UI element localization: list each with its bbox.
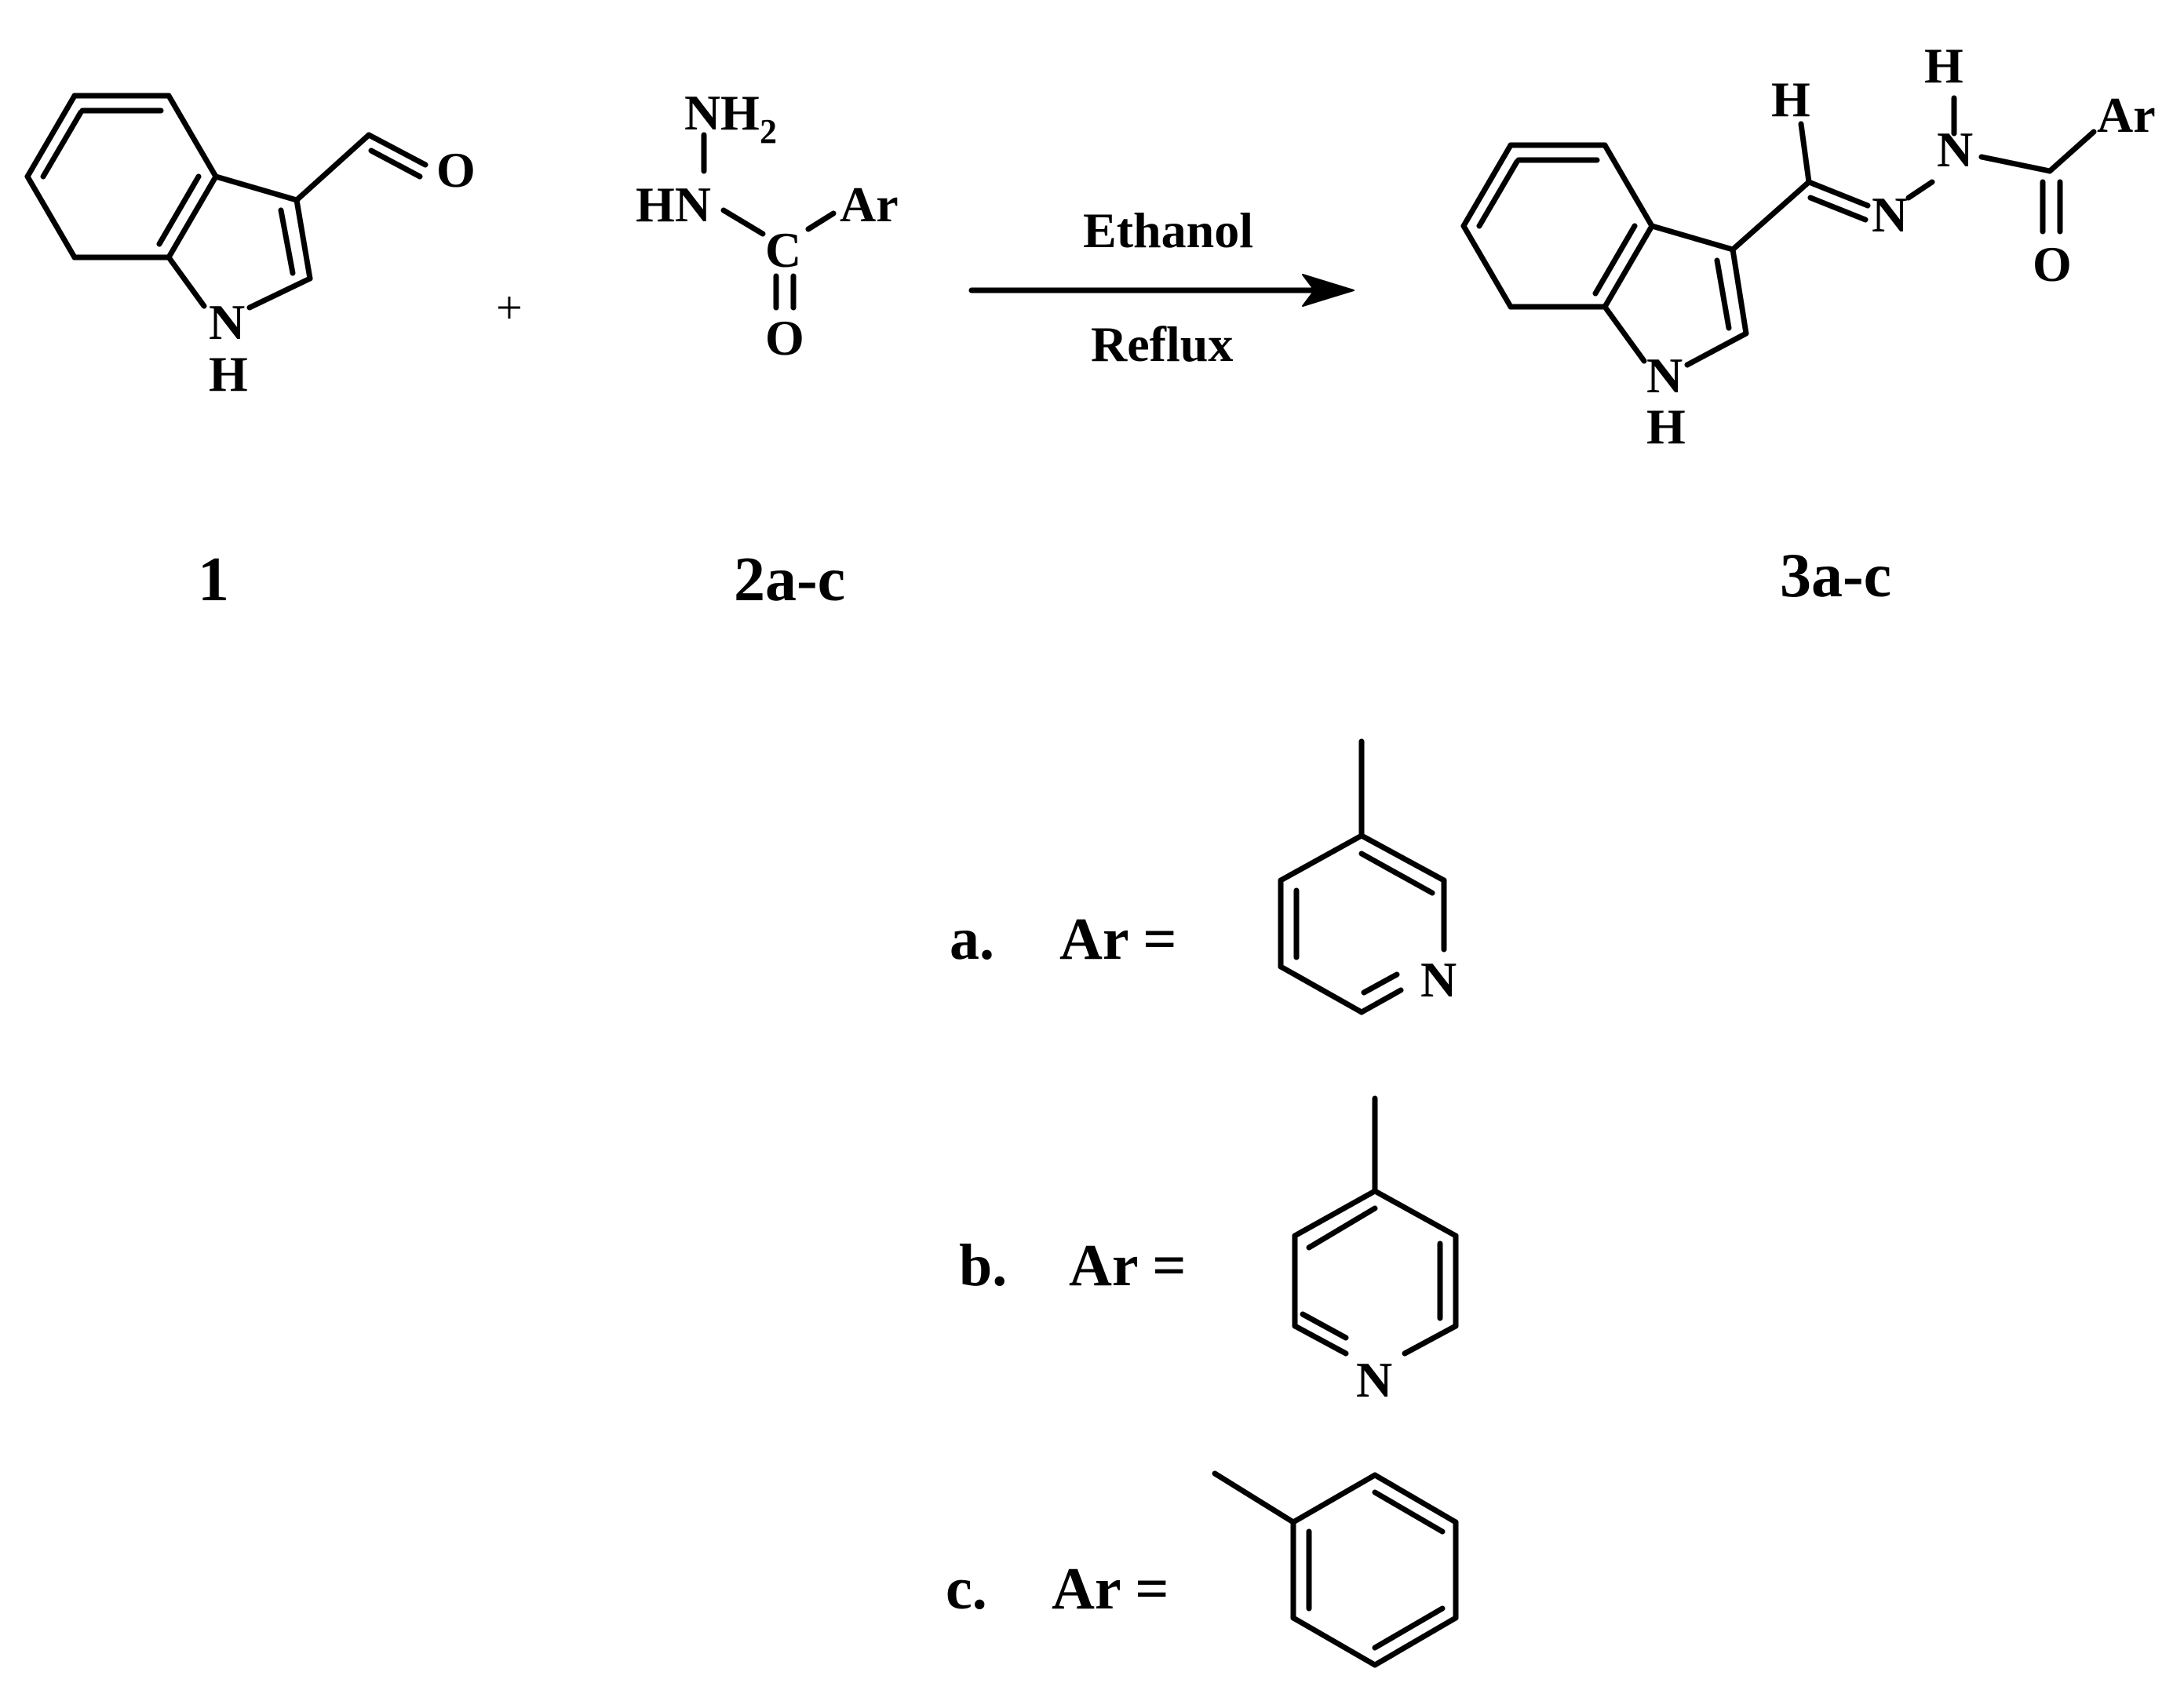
substituent-c-ar-label: Ar = xyxy=(1052,1556,1169,1622)
substituent-a-letter: a. xyxy=(950,906,994,972)
compound-2-amine-hydrogen: H xyxy=(720,85,760,140)
condition-mode: Reflux xyxy=(1091,316,1233,372)
substituent-a-ar-label: Ar = xyxy=(1059,906,1177,972)
compound-1-oxygen: O xyxy=(436,142,476,198)
compound-2-carbon: C xyxy=(765,222,801,278)
compound-2-amine-subscript: 2 xyxy=(760,112,777,151)
condition-solvent: Ethanol xyxy=(1083,202,1253,258)
substituent-b: b. Ar = N xyxy=(959,1095,1459,1408)
compound-2-amine-nitrogen: N xyxy=(684,85,720,140)
compound-1-label: 1 xyxy=(198,545,229,614)
compound-2-oxygen: O xyxy=(765,310,804,366)
substituent-c-letter: c. xyxy=(946,1556,987,1622)
compound-2-ar: Ar xyxy=(840,177,899,232)
compound-1-hydrogen: H xyxy=(209,346,248,402)
compound-2-label: 2a-c xyxy=(734,545,845,614)
compound-1-structure: O N H xyxy=(24,93,476,402)
compound-3-amide-hydrogen: H xyxy=(1924,38,1963,93)
substituent-b-ar-label: Ar = xyxy=(1069,1233,1187,1299)
compound-3-methine-hydrogen: H xyxy=(1771,71,1810,127)
compound-3-amide-nitrogen: N xyxy=(1937,122,1973,177)
compound-3-label: 3a-c xyxy=(1780,541,1891,610)
substituent-b-letter: b. xyxy=(959,1233,1007,1299)
substituent-c: c. Ar = xyxy=(946,1470,1459,1668)
substituent-b-ring-nitrogen: N xyxy=(1356,1352,1392,1408)
compound-2-structure: N H 2 HN C Ar O xyxy=(636,85,899,366)
compound-3-structure: H N H N Ar O N H xyxy=(1460,38,2156,454)
compound-3-imine-nitrogen: N xyxy=(1872,187,1908,242)
compound-3-ar: Ar xyxy=(2097,87,2156,143)
compound-3-nitrogen: N xyxy=(1646,348,1683,403)
substituent-a-ring-nitrogen: N xyxy=(1420,952,1457,1007)
substituent-a: a. Ar = N xyxy=(950,738,1457,1015)
compound-1-nitrogen: N xyxy=(209,294,245,350)
plus-sign: + xyxy=(496,282,523,333)
compound-3-oxygen: O xyxy=(2033,236,2072,292)
compound-2-hn: HN xyxy=(636,177,711,232)
compound-3-nh-hydrogen: H xyxy=(1646,399,1686,454)
reaction-arrowhead xyxy=(1302,274,1355,307)
